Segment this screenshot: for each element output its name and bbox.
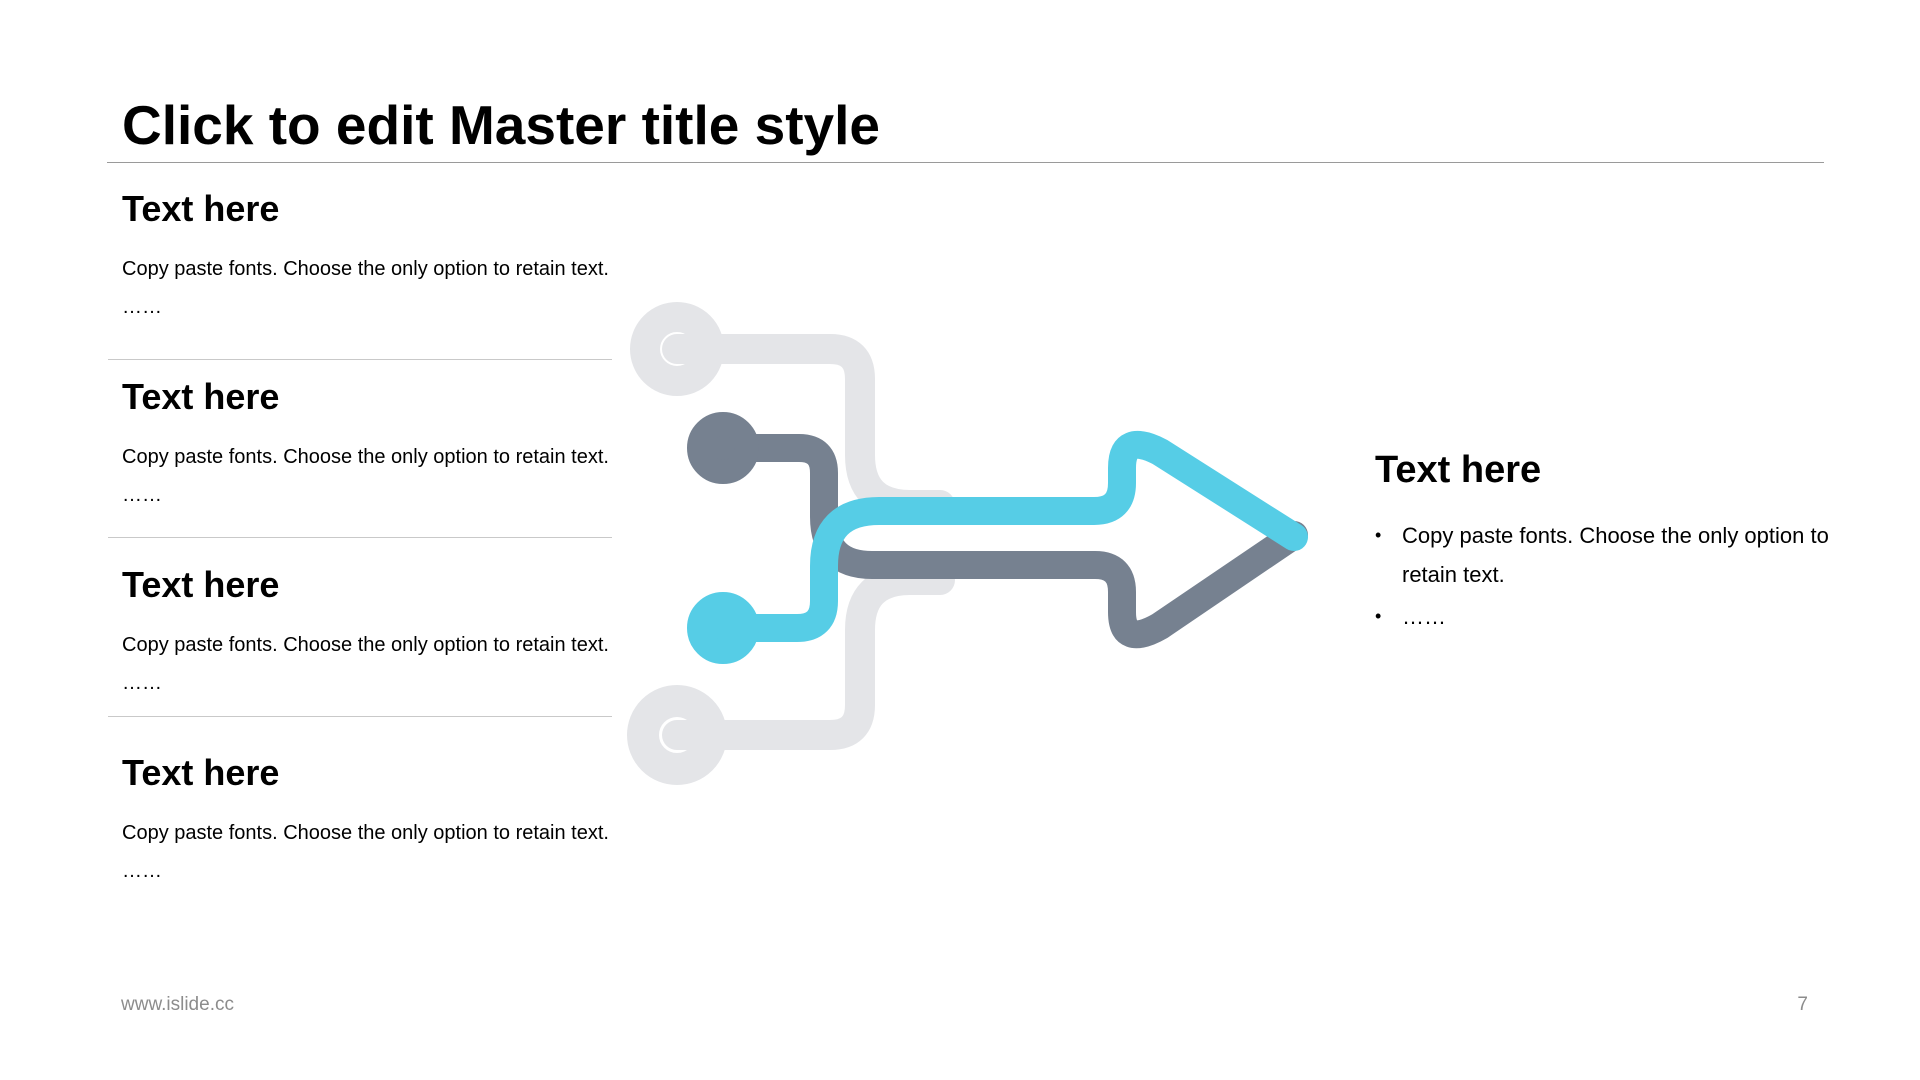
bullet-item: • Copy paste fonts. Choose the only opti… bbox=[1375, 516, 1835, 594]
light-gray-lower-node bbox=[627, 685, 727, 785]
text-block-ellipsis: …… bbox=[122, 296, 162, 318]
text-block-ellipsis: …… bbox=[122, 672, 162, 694]
text-block-body: Copy paste fonts. Choose the only option… bbox=[122, 634, 609, 656]
page-number: 7 bbox=[1797, 994, 1808, 1015]
text-block-3: Text here Copy paste fonts. Choose the o… bbox=[122, 564, 612, 702]
bullet-text: …… bbox=[1402, 604, 1446, 629]
bullet-text: Copy paste fonts. Choose the only option… bbox=[1402, 523, 1829, 587]
cyan-line bbox=[709, 430, 1308, 642]
text-block-heading: Text here bbox=[122, 188, 280, 229]
text-block-heading: Text here bbox=[122, 752, 280, 793]
bullet-item: • …… bbox=[1375, 597, 1835, 636]
text-block-4: Text here Copy paste fonts. Choose the o… bbox=[122, 752, 612, 890]
section-divider bbox=[108, 537, 612, 538]
right-text-block: Text here • Copy paste fonts. Choose the… bbox=[1375, 448, 1835, 636]
text-block-heading: Text here bbox=[122, 564, 280, 605]
right-heading: Text here bbox=[1375, 449, 1542, 491]
text-block-heading: Text here bbox=[122, 376, 280, 417]
slide-title: Click to edit Master title style bbox=[122, 94, 880, 156]
light-gray-upper-node bbox=[630, 302, 724, 396]
bullet-list: • Copy paste fonts. Choose the only opti… bbox=[1375, 516, 1835, 636]
converging-arrow-graphic bbox=[627, 302, 1308, 785]
footer-url: www.islide.cc bbox=[121, 994, 234, 1015]
section-divider bbox=[108, 359, 612, 360]
text-block-body: Copy paste fonts. Choose the only option… bbox=[122, 258, 609, 280]
dark-gray-node bbox=[687, 412, 759, 484]
text-block-body: Copy paste fonts. Choose the only option… bbox=[122, 446, 609, 468]
text-block-2: Text here Copy paste fonts. Choose the o… bbox=[122, 376, 612, 514]
text-block-ellipsis: …… bbox=[122, 484, 162, 506]
text-block-1: Text here Copy paste fonts. Choose the o… bbox=[122, 188, 612, 326]
bullet-dot: • bbox=[1375, 606, 1382, 626]
section-divider bbox=[108, 716, 612, 717]
bullet-dot: • bbox=[1375, 525, 1382, 545]
dark-gray-line bbox=[709, 434, 1308, 649]
text-block-body: Copy paste fonts. Choose the only option… bbox=[122, 822, 609, 844]
title-underline bbox=[107, 162, 1824, 163]
text-block-ellipsis: …… bbox=[122, 860, 162, 882]
light-gray-lower-line bbox=[662, 565, 955, 750]
cyan-node bbox=[687, 592, 759, 664]
